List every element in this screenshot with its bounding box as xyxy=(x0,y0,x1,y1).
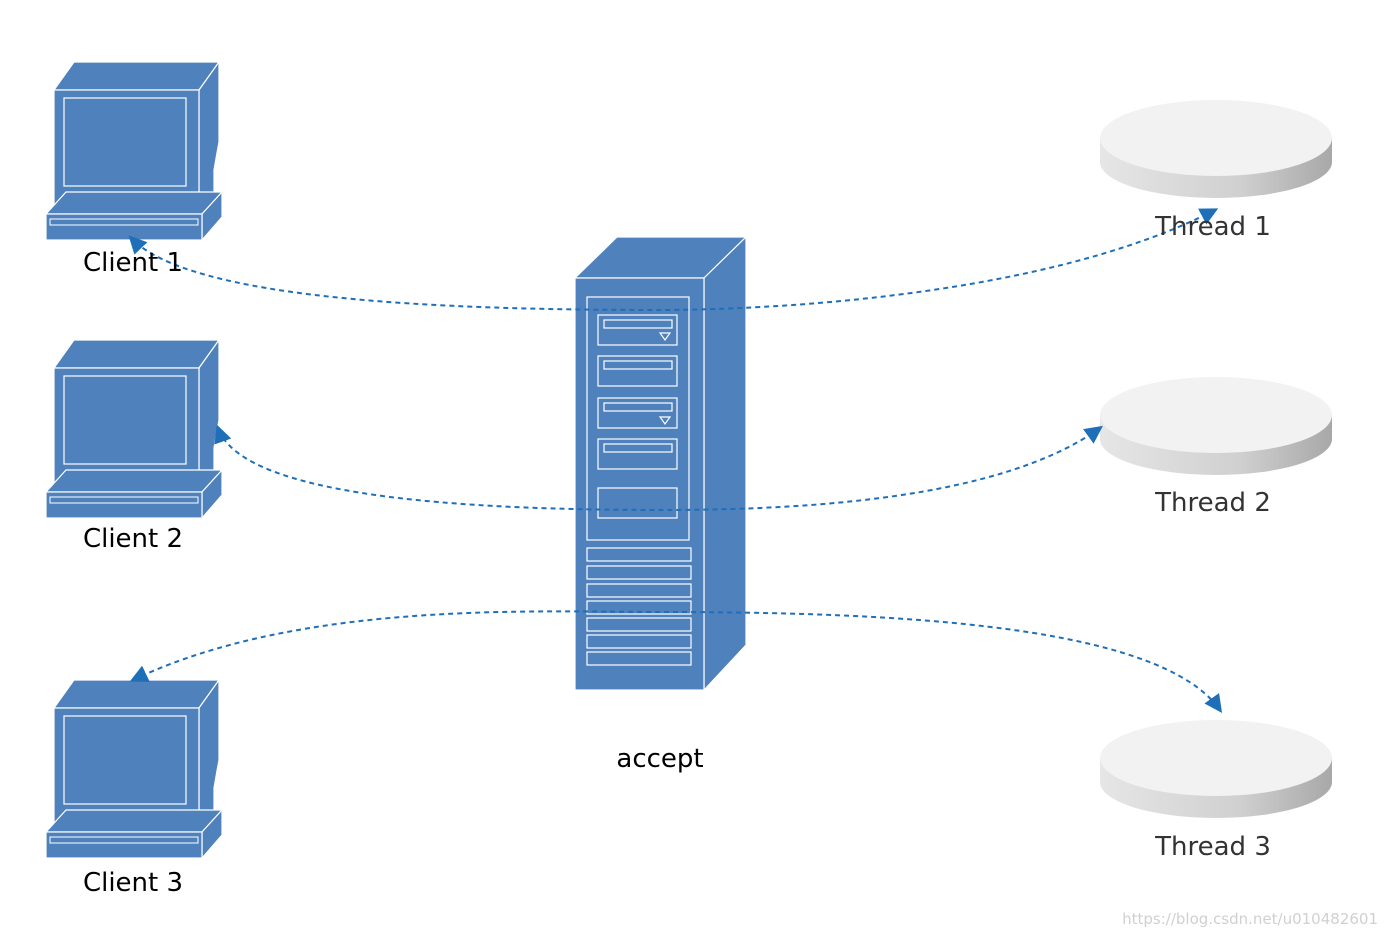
thread-2-icon xyxy=(1100,377,1332,475)
client-2-icon xyxy=(45,339,223,519)
thread-1-label: Thread 1 xyxy=(1155,212,1271,242)
client-1-label: Client 1 xyxy=(82,248,184,278)
client-1-icon xyxy=(45,61,223,241)
connector-client1-thread1 xyxy=(128,208,1219,312)
client-3-icon xyxy=(45,679,223,859)
thread-1-icon xyxy=(1100,100,1332,198)
server-icon xyxy=(573,235,748,692)
server-label: accept xyxy=(616,744,704,774)
thread-3-icon xyxy=(1100,720,1332,818)
client-2-label: Client 2 xyxy=(82,524,184,554)
thread-2-label: Thread 2 xyxy=(1155,488,1271,518)
client-3-label: Client 3 xyxy=(82,868,184,898)
watermark-text: https://blog.csdn.net/u010482601 xyxy=(1122,910,1378,928)
thread-3-label: Thread 3 xyxy=(1155,832,1271,862)
connector-client2-thread2 xyxy=(214,424,1103,512)
